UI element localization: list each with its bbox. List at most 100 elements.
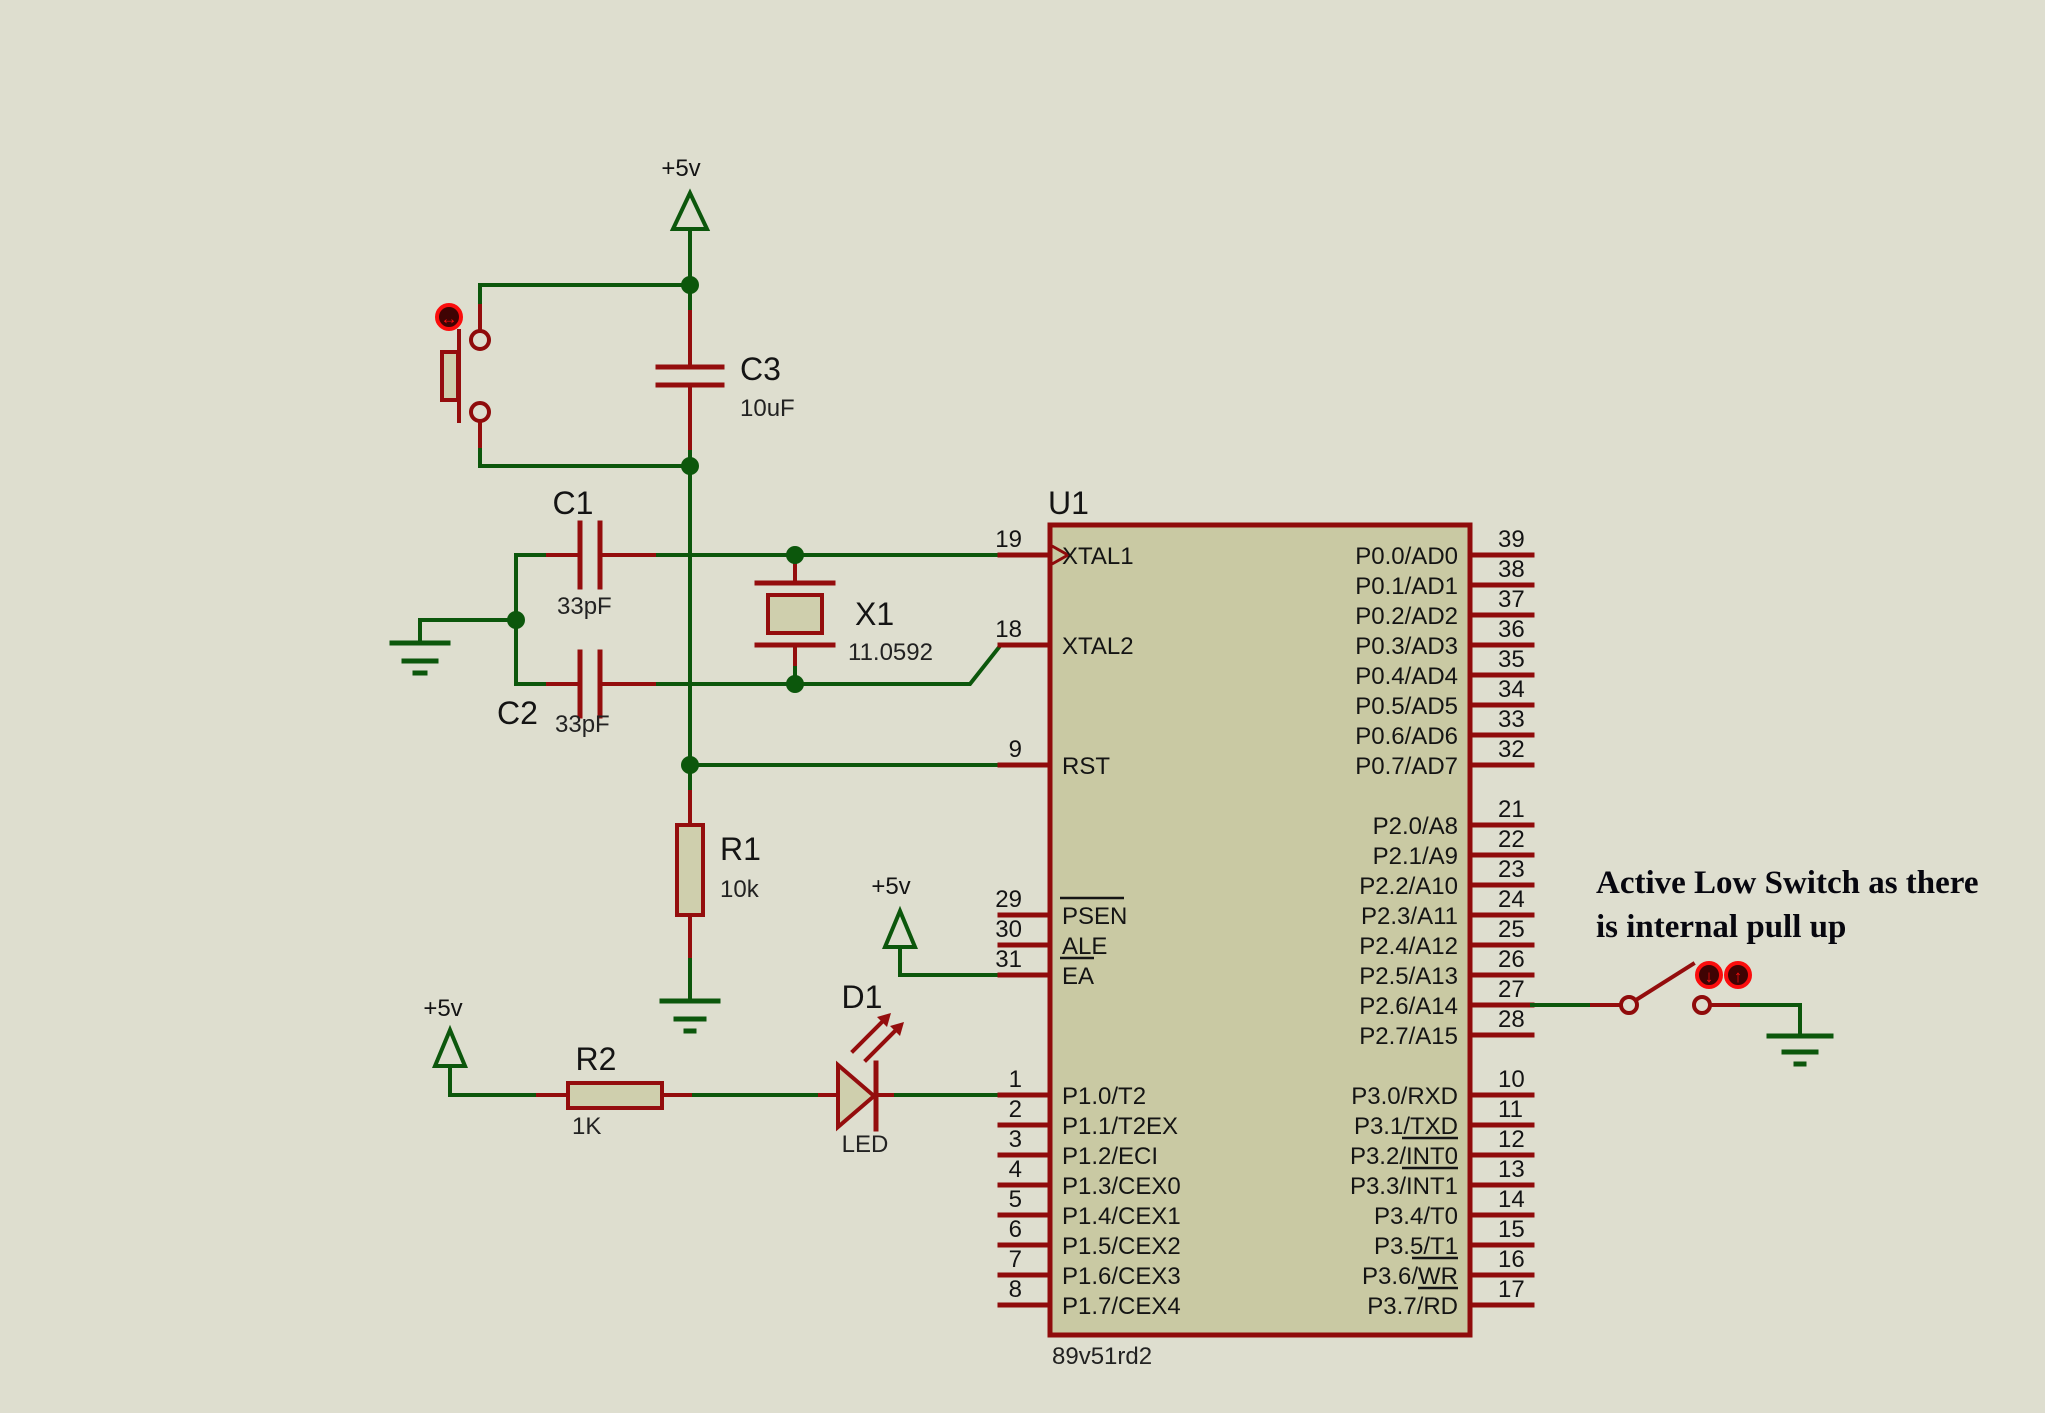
junction-dot	[786, 675, 804, 693]
r2-value: 1K	[572, 1113, 601, 1140]
switch-toggle-down[interactable]	[1695, 961, 1723, 989]
pin-label: P3.6/WR	[1362, 1263, 1458, 1290]
pin-number: 23	[1498, 856, 1525, 883]
pin-number: 15	[1498, 1216, 1525, 1243]
switch-lever[interactable]	[1633, 961, 1696, 1003]
clock-input-arrow-icon	[1051, 544, 1072, 566]
pin-label: P2.5/A13	[1359, 963, 1458, 990]
pin-number: 31	[995, 946, 1022, 973]
pin-label: P0.0/AD0	[1355, 543, 1458, 570]
pin-label: EA	[1062, 963, 1094, 990]
u1-part: 89v51rd2	[1052, 1343, 1152, 1370]
pin-number: 16	[1498, 1246, 1525, 1273]
r2-ref: R2	[576, 1041, 617, 1077]
annotation-line-2: is internal pull up	[1596, 909, 1846, 945]
pin-number: 35	[1498, 646, 1525, 673]
crystal-x1: X1 11.0592	[754, 553, 933, 686]
pin-label: P0.6/AD6	[1355, 723, 1458, 750]
pin-label: P1.3/CEX0	[1062, 1173, 1181, 1200]
pin-label: P1.2/ECI	[1062, 1143, 1158, 1170]
power-arrow-icon	[432, 1024, 468, 1068]
pin-number: 39	[1498, 526, 1525, 553]
button-actuator-icon[interactable]	[435, 303, 463, 331]
switch-terminal	[1692, 995, 1712, 1015]
left-pin-numbers: 19 18 9 29 30 31 1 2 3 4 5 6 7 8	[995, 526, 1022, 1303]
d1-ref: D1	[842, 979, 883, 1015]
pin-label: P2.4/A12	[1359, 933, 1458, 960]
pin-label: P1.7/CEX4	[1062, 1293, 1181, 1320]
wire	[478, 448, 692, 468]
pin-label: P2.1/A9	[1373, 843, 1458, 870]
pin-label: P2.2/A10	[1359, 873, 1458, 900]
resistor-body	[566, 1081, 664, 1110]
pin-number: 1	[1009, 1066, 1022, 1093]
pin-label: P3.7/RD	[1367, 1293, 1458, 1320]
x1-ref: X1	[855, 596, 894, 632]
pin-label: P2.6/A14	[1359, 993, 1458, 1020]
pin-label: PSEN	[1062, 903, 1127, 930]
pin-number: 14	[1498, 1186, 1525, 1213]
c2-ref: C2	[497, 695, 538, 731]
pin-number: 9	[1009, 736, 1022, 763]
pin-number: 12	[1498, 1126, 1525, 1153]
arrow-up-icon: ↑	[1734, 967, 1743, 986]
d1-value: LED	[842, 1131, 889, 1158]
switch-toggle-up[interactable]	[1724, 961, 1752, 989]
right-pin-labels: P0.0/AD0 P0.1/AD1 P0.2/AD2 P0.3/AD3 P0.4…	[1350, 543, 1458, 1320]
pin-label: P3.2/INT0	[1350, 1143, 1458, 1170]
resistor-body	[675, 823, 705, 917]
power-arrow-icon	[882, 905, 918, 949]
junction-dot	[507, 611, 525, 629]
pin-number: 37	[1498, 586, 1525, 613]
chip-body	[1047, 522, 1473, 1338]
pin-number: 3	[1009, 1126, 1022, 1153]
pin-number: 8	[1009, 1276, 1022, 1303]
pin-label: P0.1/AD1	[1355, 573, 1458, 600]
arrow-down-icon: ↓	[1705, 967, 1714, 986]
annotation-note: Active Low Switch as there is internal p…	[1596, 865, 1979, 945]
button-terminal	[469, 401, 491, 423]
pin-label: P1.4/CEX1	[1062, 1203, 1181, 1230]
wire	[478, 283, 692, 308]
wire	[1740, 1003, 1802, 1038]
led-emit-arrow-icon	[850, 1017, 887, 1054]
pin-label: P3.3/INT1	[1350, 1173, 1458, 1200]
wire	[418, 618, 518, 645]
c3-ref: C3	[740, 351, 781, 387]
wire	[448, 1064, 540, 1097]
c3-value: 10uF	[740, 395, 795, 422]
pin-number: 34	[1498, 676, 1525, 703]
pin-label: P3.5/T1	[1374, 1233, 1458, 1260]
p26-switch[interactable]: ↓ ↑	[1530, 961, 1802, 1038]
led-emit-arrow-icon	[863, 1026, 900, 1063]
r1-value: 10k	[720, 876, 760, 903]
pin-label: P0.2/AD2	[1355, 603, 1458, 630]
pin-number: 10	[1498, 1066, 1525, 1093]
pin-number: 2	[1009, 1096, 1022, 1123]
vcc-led-label: +5v	[423, 995, 462, 1022]
pin-number: 17	[1498, 1276, 1525, 1303]
reset-push-button[interactable]: ↔	[435, 283, 692, 468]
led-triangle	[836, 1060, 878, 1132]
pin-number: 32	[1498, 736, 1525, 763]
pin-number: 27	[1498, 976, 1525, 1003]
c1-ref: C1	[553, 485, 594, 521]
vcc-ea-symbol: +5v	[871, 873, 1002, 977]
vcc-ea-label: +5v	[871, 873, 910, 900]
junction-dot	[786, 546, 804, 564]
vcc-reset-symbol: +5v	[661, 155, 711, 287]
button-plunger[interactable]	[440, 350, 460, 402]
pin-number: 25	[1498, 916, 1525, 943]
junction-dot	[681, 276, 699, 294]
pin-number: 28	[1498, 1006, 1525, 1033]
pin-number: 29	[995, 886, 1022, 913]
wire	[898, 945, 1002, 977]
c2-value: 33pF	[555, 711, 610, 738]
led-d1: D1 LED	[818, 979, 1002, 1158]
pin-number: 19	[995, 526, 1022, 553]
right-pin-numbers: 39 38 37 36 35 34 33 32 21 22 23 24 25 2…	[1498, 526, 1525, 1303]
pin-number: 24	[1498, 886, 1525, 913]
left-pin-labels: XTAL1 XTAL2 RST PSEN ALE EA P1.0/T2 P1.1…	[1060, 543, 1181, 1320]
pin-number: 38	[1498, 556, 1525, 583]
pin-label: P0.3/AD3	[1355, 633, 1458, 660]
